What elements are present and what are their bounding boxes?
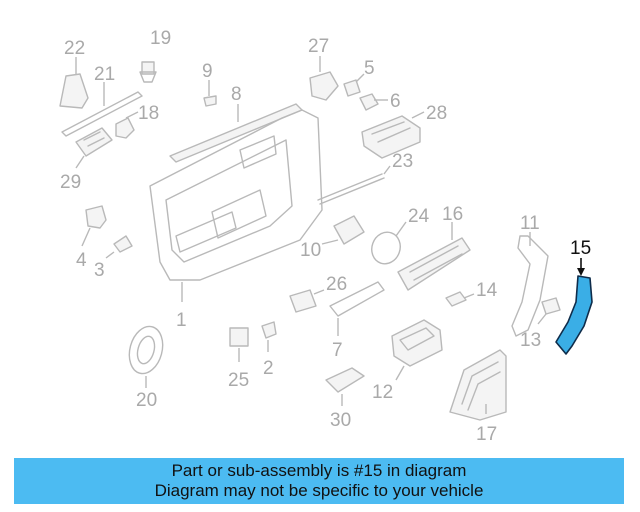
part-5: 5 — [343, 58, 375, 97]
part-30: 30 — [325, 367, 365, 431]
callout-30: 30 — [330, 410, 351, 431]
callout-1: 1 — [176, 310, 187, 331]
callout-2: 2 — [263, 358, 274, 379]
part-17: 17 — [449, 349, 507, 445]
callout-25: 25 — [228, 370, 249, 391]
callout-27: 27 — [308, 36, 329, 57]
part-29: 29 — [60, 127, 113, 193]
part-9: 9 — [202, 61, 217, 107]
part-10: 10 — [300, 215, 365, 261]
part-8: 8 — [169, 84, 303, 163]
part-4: 4 — [76, 205, 107, 271]
callout-11: 11 — [520, 213, 540, 234]
callout-29: 29 — [60, 172, 81, 193]
callout-17: 17 — [476, 424, 497, 445]
part-26: 26 — [289, 274, 347, 313]
part-2: 2 — [261, 321, 277, 379]
callout-21: 21 — [94, 64, 115, 85]
part-24: 24 — [371, 206, 430, 265]
callout-4: 4 — [76, 250, 87, 271]
part-13: 13 — [520, 297, 561, 351]
part-15-highlighted[interactable]: 15 — [555, 238, 593, 355]
callout-7: 7 — [332, 340, 343, 361]
banner-line-2: Diagram may not be specific to your vehi… — [154, 481, 484, 500]
info-banner: Part or sub-assembly is #15 in diagram D… — [14, 458, 624, 504]
part-7: 7 — [329, 281, 385, 361]
callout-28: 28 — [426, 103, 447, 124]
callout-16: 16 — [442, 204, 463, 225]
part-1: 1 — [149, 109, 323, 331]
banner-line-1: Part or sub-assembly is #15 in diagram — [171, 461, 467, 480]
part-25: 25 — [228, 327, 249, 391]
part-16: 16 — [397, 204, 471, 291]
callout-23: 23 — [392, 151, 413, 172]
arrow-down-icon — [577, 268, 585, 276]
part-12: 12 — [372, 319, 443, 403]
part-20: 20 — [128, 325, 164, 411]
callout-26: 26 — [326, 274, 347, 295]
callout-6: 6 — [390, 91, 401, 112]
parts-diagram: 22 21 19 18 29 9 8 — [59, 28, 593, 445]
part-22: 22 — [59, 38, 89, 109]
callout-3: 3 — [94, 260, 105, 281]
part-28: 28 — [361, 103, 447, 159]
callout-22: 22 — [64, 38, 85, 59]
part-14: 14 — [445, 280, 498, 307]
callout-12: 12 — [372, 382, 393, 403]
part-21: 21 — [61, 64, 143, 137]
callout-15: 15 — [570, 238, 591, 259]
callout-13: 13 — [520, 330, 541, 351]
part-27: 27 — [308, 36, 339, 101]
part-3: 3 — [94, 235, 133, 281]
part-18: 18 — [115, 103, 159, 139]
callout-24: 24 — [408, 206, 430, 227]
part-19: 19 — [139, 28, 171, 83]
callout-10: 10 — [300, 240, 321, 261]
part-23: 23 — [317, 151, 413, 205]
part-6: 6 — [359, 91, 401, 112]
callout-18: 18 — [138, 103, 159, 124]
part-11: 11 — [511, 213, 549, 337]
callout-8: 8 — [231, 84, 242, 105]
callout-5: 5 — [364, 58, 375, 79]
callout-20: 20 — [136, 390, 157, 411]
callout-9: 9 — [202, 61, 213, 82]
callout-19: 19 — [150, 28, 171, 49]
callout-14: 14 — [476, 280, 498, 301]
